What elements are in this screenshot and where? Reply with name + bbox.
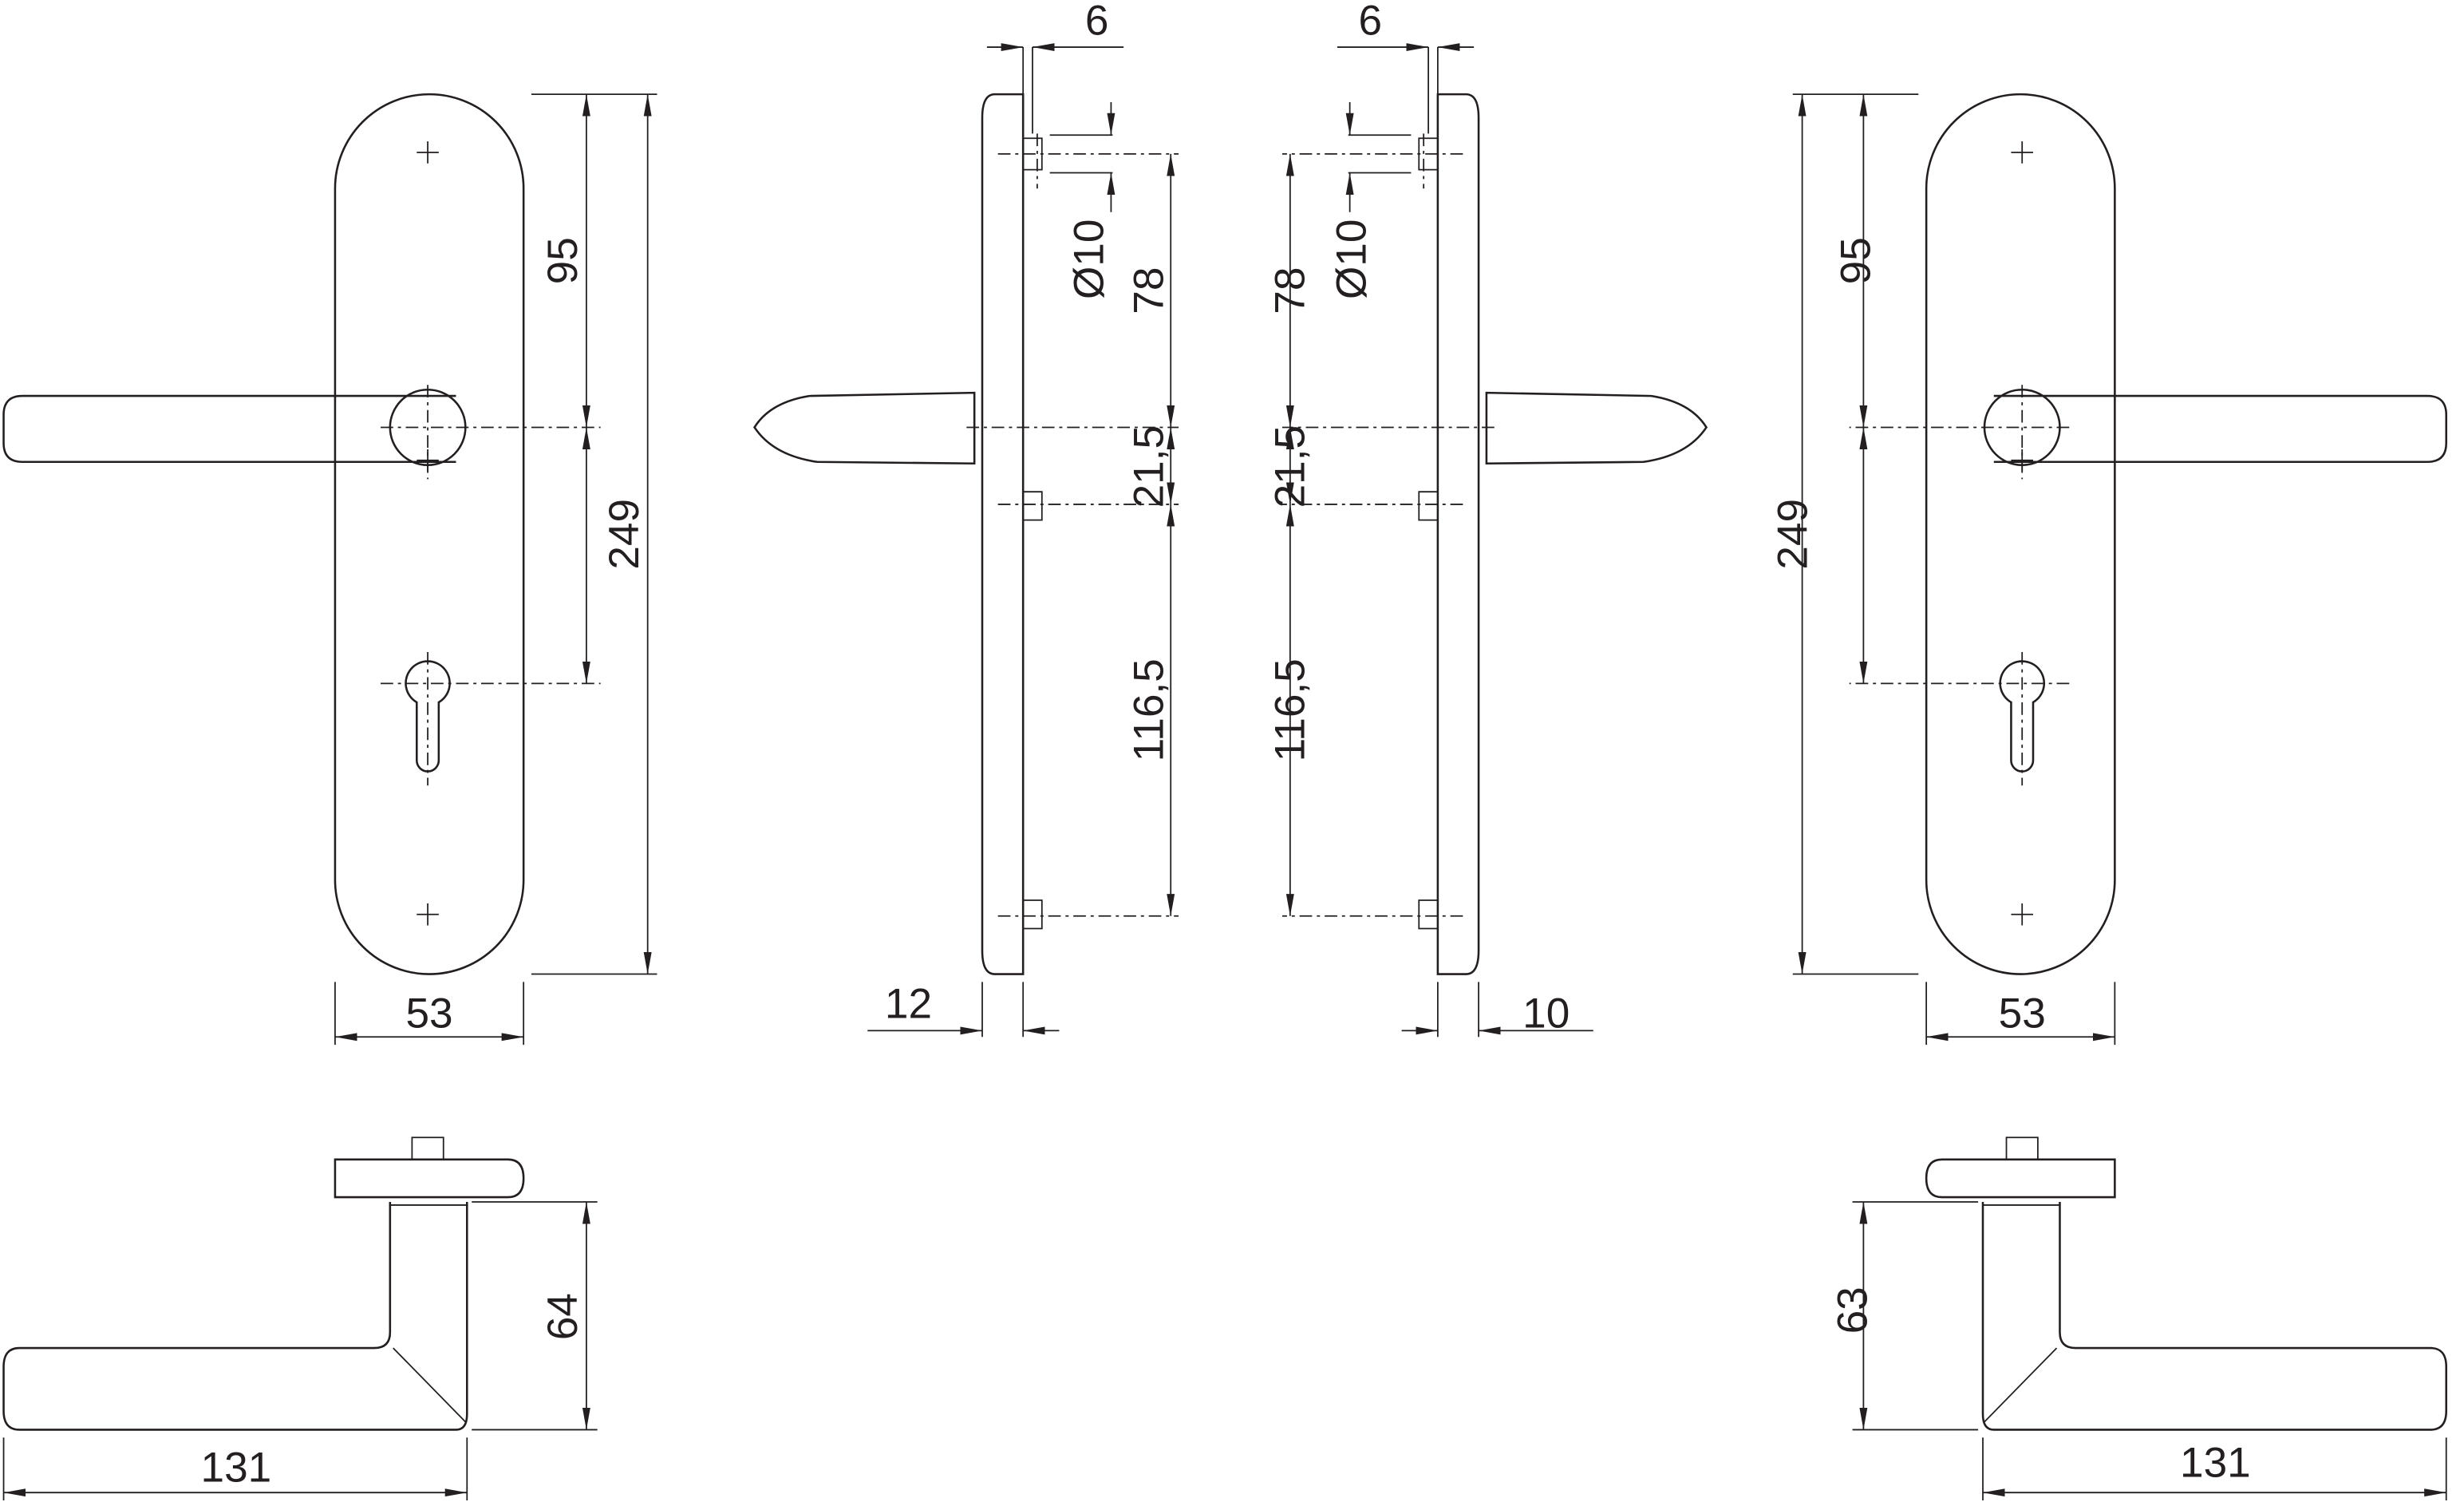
dim-10: 10 — [1522, 990, 1570, 1037]
dim-95-right: 95 — [1832, 237, 1879, 284]
dim-249-right: 249 — [1770, 499, 1817, 570]
screw-marks — [417, 141, 439, 926]
dim-53-left: 53 — [405, 990, 452, 1037]
lever-top — [2, 1201, 468, 1431]
dim-12: 12 — [885, 981, 932, 1028]
dim-63: 63 — [1829, 1287, 1876, 1334]
dim-78-left: 78 — [1125, 267, 1172, 314]
dim-21-5-left: 21,5 — [1125, 425, 1172, 508]
bottom-view-left — [2, 1136, 598, 1501]
dim-6-left: 6 — [1085, 0, 1109, 44]
dim-dia10-left: Ø10 — [1066, 219, 1113, 299]
dim-95-left: 95 — [539, 237, 586, 284]
dim-21-5-right: 21,5 — [1267, 425, 1314, 508]
dim-53-right: 53 — [1999, 990, 2046, 1037]
side-view-left — [753, 43, 1179, 1038]
rose-top — [334, 1158, 525, 1199]
dim-249-left: 249 — [601, 499, 648, 570]
front-view-left — [2, 93, 657, 1045]
dim-dia10-right: Ø10 — [1328, 219, 1375, 299]
dim-131-left: 131 — [201, 1444, 272, 1491]
dim-116-5-left: 116,5 — [1125, 658, 1172, 761]
lever-side — [753, 391, 976, 465]
dim-131-right: 131 — [2180, 1440, 2251, 1487]
lever-handle — [2, 394, 456, 464]
dim-116-5-right: 116,5 — [1267, 658, 1314, 761]
dim-78-right: 78 — [1267, 267, 1314, 314]
plate-side — [981, 93, 1025, 975]
dim-64: 64 — [539, 1293, 586, 1340]
dim-6-right: 6 — [1358, 0, 1382, 44]
escutcheon-plate — [334, 93, 525, 975]
